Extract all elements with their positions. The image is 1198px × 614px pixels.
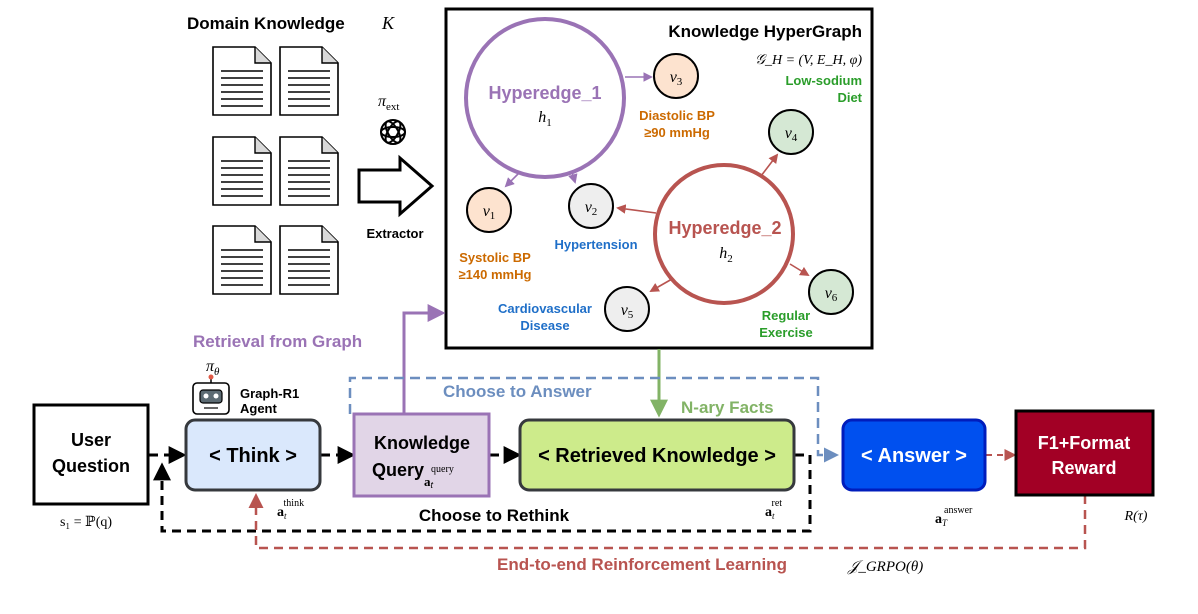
node-v5-label-line2: Disease (520, 318, 569, 333)
extractor-label: Extractor (366, 226, 423, 241)
choose-to-rethink-label: Choose to Rethink (419, 506, 570, 525)
user-question-line1: User (71, 430, 111, 450)
hyperedge-2-circle (653, 163, 795, 305)
agent-policy: πθ (206, 358, 220, 378)
retrieved-knowledge-label: < Retrieved Knowledge > (538, 445, 776, 467)
node-v6-label-line2: Exercise (759, 325, 813, 340)
node-v3-label-line1: Diastolic BP (639, 108, 715, 123)
node-v5-label-line1: Cardiovascular (498, 301, 592, 316)
retrieved-action-symbol: atret (765, 498, 782, 521)
hyperedge-2-label: Hyperedge_2 (668, 218, 781, 238)
retrieved-knowledge-box (518, 418, 796, 492)
user-question-line2: Question (52, 456, 130, 476)
answer-action-symbol: aTanswer (935, 505, 973, 528)
rl-symbol: 𝒥_GRPO(θ) (847, 559, 923, 575)
agent-name-line2: Agent (240, 401, 278, 416)
knowledge-query-line2: Queryatquery (372, 460, 454, 490)
choose-to-rethink-arrow (153, 453, 812, 533)
svg-text:v5: v5 (621, 302, 634, 321)
node-v2-label: Hypertension (554, 237, 637, 252)
node-v1: v1 (466, 187, 512, 233)
edge-h2-v6 (789, 263, 810, 277)
agent-name-line1: Graph-R1 (240, 386, 299, 401)
hyperedge-1-label: Hyperedge_1 (488, 83, 601, 103)
think-action-symbol: atthink (277, 498, 304, 521)
node-v2: v2 (568, 183, 614, 229)
hypergraph-title: Knowledge HyperGraph (668, 22, 862, 41)
node-v3: v3 (653, 53, 699, 99)
answer-label: < Answer > (861, 445, 967, 467)
think-box (184, 418, 322, 492)
edge-h2-v5 (649, 278, 673, 292)
knowledge-query-line1: Knowledge (374, 433, 470, 453)
node-v4-label-line1: Low-sodium (785, 73, 862, 88)
agent: πθ Graph-R1 Agent (192, 358, 299, 416)
reward-symbol: R(τ) (1124, 509, 1148, 524)
domain-knowledge-title: Domain Knowledge (187, 14, 345, 33)
choose-to-answer-label: Choose to Answer (443, 382, 592, 401)
openai-logo-icon (380, 119, 406, 145)
retrieval-arrow (402, 304, 446, 413)
user-question-box (32, 403, 150, 506)
node-v1-label-line1: Systolic BP (459, 250, 531, 265)
edge-h1-v2 (568, 171, 578, 184)
node-v4-label-line2: Diet (837, 90, 862, 105)
document-icon (279, 46, 339, 116)
choose-to-answer-arrow (348, 376, 839, 463)
think-label: < Think > (209, 445, 297, 467)
state-symbol: s₁ = ℙ(q) (60, 515, 112, 530)
reward-line1: F1+Format (1038, 433, 1131, 453)
document-icon (279, 225, 339, 295)
nary-facts-label: N-ary Facts (681, 398, 774, 417)
svg-text:v2: v2 (585, 199, 598, 218)
retrieval-label: Retrieval from Graph (193, 332, 362, 351)
hypergraph-formula: 𝒢_H = (V, E_H, φ) (755, 53, 862, 68)
document-icons (212, 46, 339, 295)
extractor-policy: πext (378, 93, 399, 113)
hyperedge-1-circle (464, 17, 626, 179)
edge-h2-v4 (760, 153, 779, 177)
reward-line2: Reward (1051, 458, 1116, 478)
rl-feedback-arrow (248, 493, 1087, 550)
edge-h1-v1 (504, 172, 520, 188)
svg-text:v6: v6 (825, 285, 838, 304)
domain-knowledge-symbol: K (381, 13, 395, 33)
node-v3-label-line2: ≥90 mmHg (644, 125, 710, 140)
svg-text:v3: v3 (670, 69, 683, 88)
hyperedge-2-symbol: h2 (719, 245, 733, 265)
node-v1-label-line2: ≥140 mmHg (459, 267, 532, 282)
node-v6: v6 (808, 269, 854, 315)
hyperedge-1-symbol: h1 (538, 109, 552, 129)
robot-icon (192, 374, 230, 415)
rl-label: End-to-end Reinforcement Learning (497, 555, 787, 574)
document-icon (212, 225, 272, 295)
document-icon (212, 136, 272, 206)
document-icon (279, 136, 339, 206)
svg-text:v4: v4 (785, 125, 798, 144)
knowledge-query-box (352, 412, 491, 498)
reward-box (1014, 409, 1155, 497)
node-v5: v5 (604, 286, 650, 332)
extractor-arrow-icon (357, 154, 435, 218)
document-icon (212, 46, 272, 116)
svg-text:v1: v1 (483, 203, 496, 222)
node-v6-label-line1: Regular (762, 308, 810, 323)
answer-box (841, 418, 987, 492)
node-v4: v4 (768, 109, 814, 155)
edge-h2-v2 (616, 204, 657, 214)
